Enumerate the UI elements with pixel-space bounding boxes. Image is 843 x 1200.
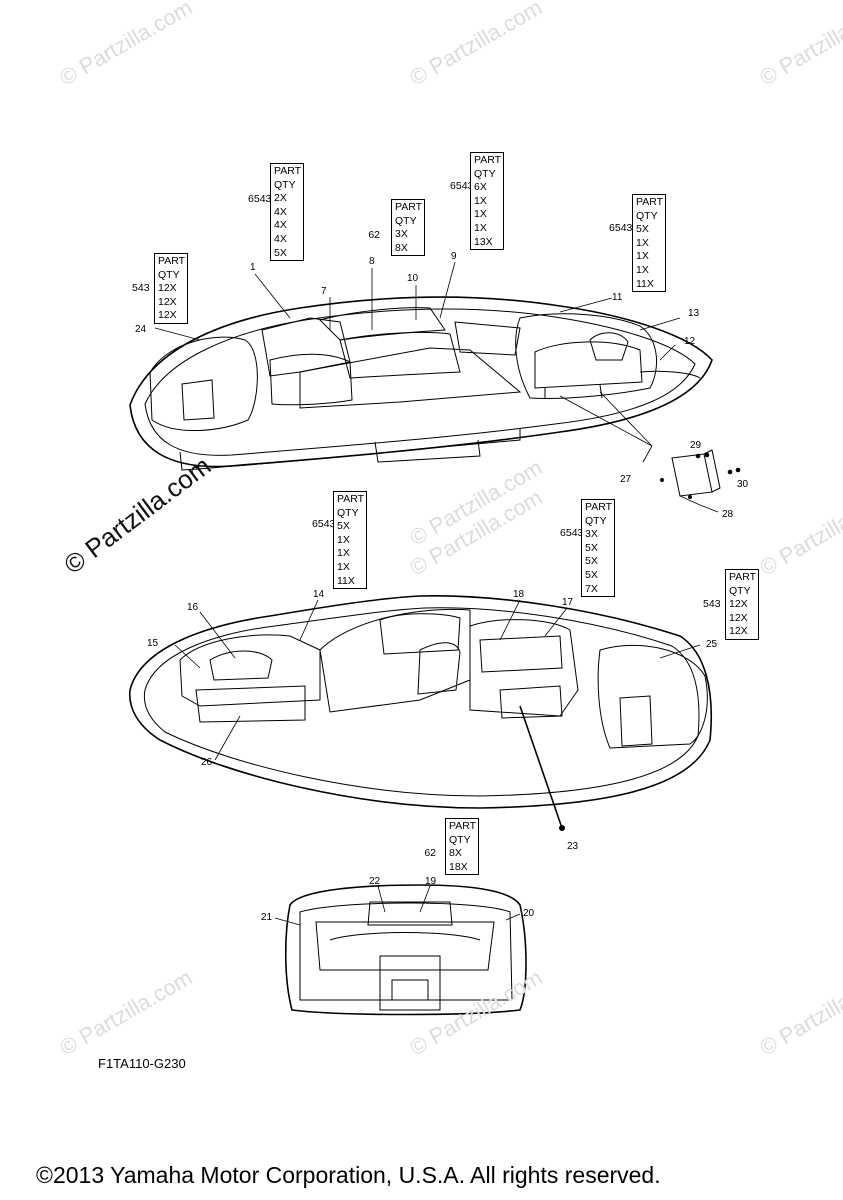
callout-27: 27 [620, 474, 632, 485]
callout-30: 30 [737, 479, 749, 490]
qty-table-g-parts: 65432 [560, 527, 589, 539]
callout-15: 15 [147, 638, 159, 649]
qty-table-f-parts: 65432 [312, 518, 341, 530]
callout-17: 17 [562, 597, 574, 608]
qty-table-b-parts: 62 [368, 229, 380, 241]
callout-18: 18 [513, 589, 525, 600]
deck-view-upper [129, 296, 713, 471]
callout-14: 14 [313, 589, 325, 600]
callout-11: 11 [612, 292, 623, 303]
callout-22: 22 [369, 876, 381, 887]
callout-26: 26 [201, 757, 213, 768]
stern-view [284, 884, 527, 1016]
callout-23: 23 [567, 841, 579, 852]
qty-table-e-parts: 543 [132, 282, 150, 294]
callout-1: 1 [250, 262, 256, 273]
leader-lines-upper [154, 261, 681, 463]
callout-13: 13 [688, 308, 700, 319]
callout-12: 12 [684, 336, 696, 347]
callout-29: 29 [690, 440, 702, 451]
leader-lines-lower [174, 599, 701, 832]
callout-19: 19 [425, 876, 437, 887]
callout-8: 8 [369, 256, 375, 267]
qty-table-d-parts: 65432 [609, 222, 638, 234]
qty-table-c-parts: 65432 [450, 180, 479, 192]
callout-28: 28 [722, 509, 734, 520]
callout-20: 20 [523, 908, 535, 919]
qty-table-a-parts: 65432 [248, 193, 277, 205]
drawing-code: F1TA110-G230 [98, 1056, 186, 1071]
callout-21: 21 [261, 912, 273, 923]
callout-10: 10 [407, 273, 419, 284]
copyright-notice: ©2013 Yamaha Motor Corporation, U.S.A. A… [36, 1162, 661, 1188]
qty-table-i-parts: 62 [424, 847, 436, 859]
callout-24: 24 [135, 324, 147, 335]
callout-25: 25 [706, 639, 718, 650]
callout-16: 16 [187, 602, 199, 613]
leader-lines-stern [274, 885, 521, 926]
deck-view-lower [128, 595, 713, 809]
bracket-parts [660, 449, 741, 513]
callout-7: 7 [321, 286, 327, 297]
qty-table-h-parts: 543 [703, 598, 721, 610]
callout-9: 9 [451, 251, 457, 262]
